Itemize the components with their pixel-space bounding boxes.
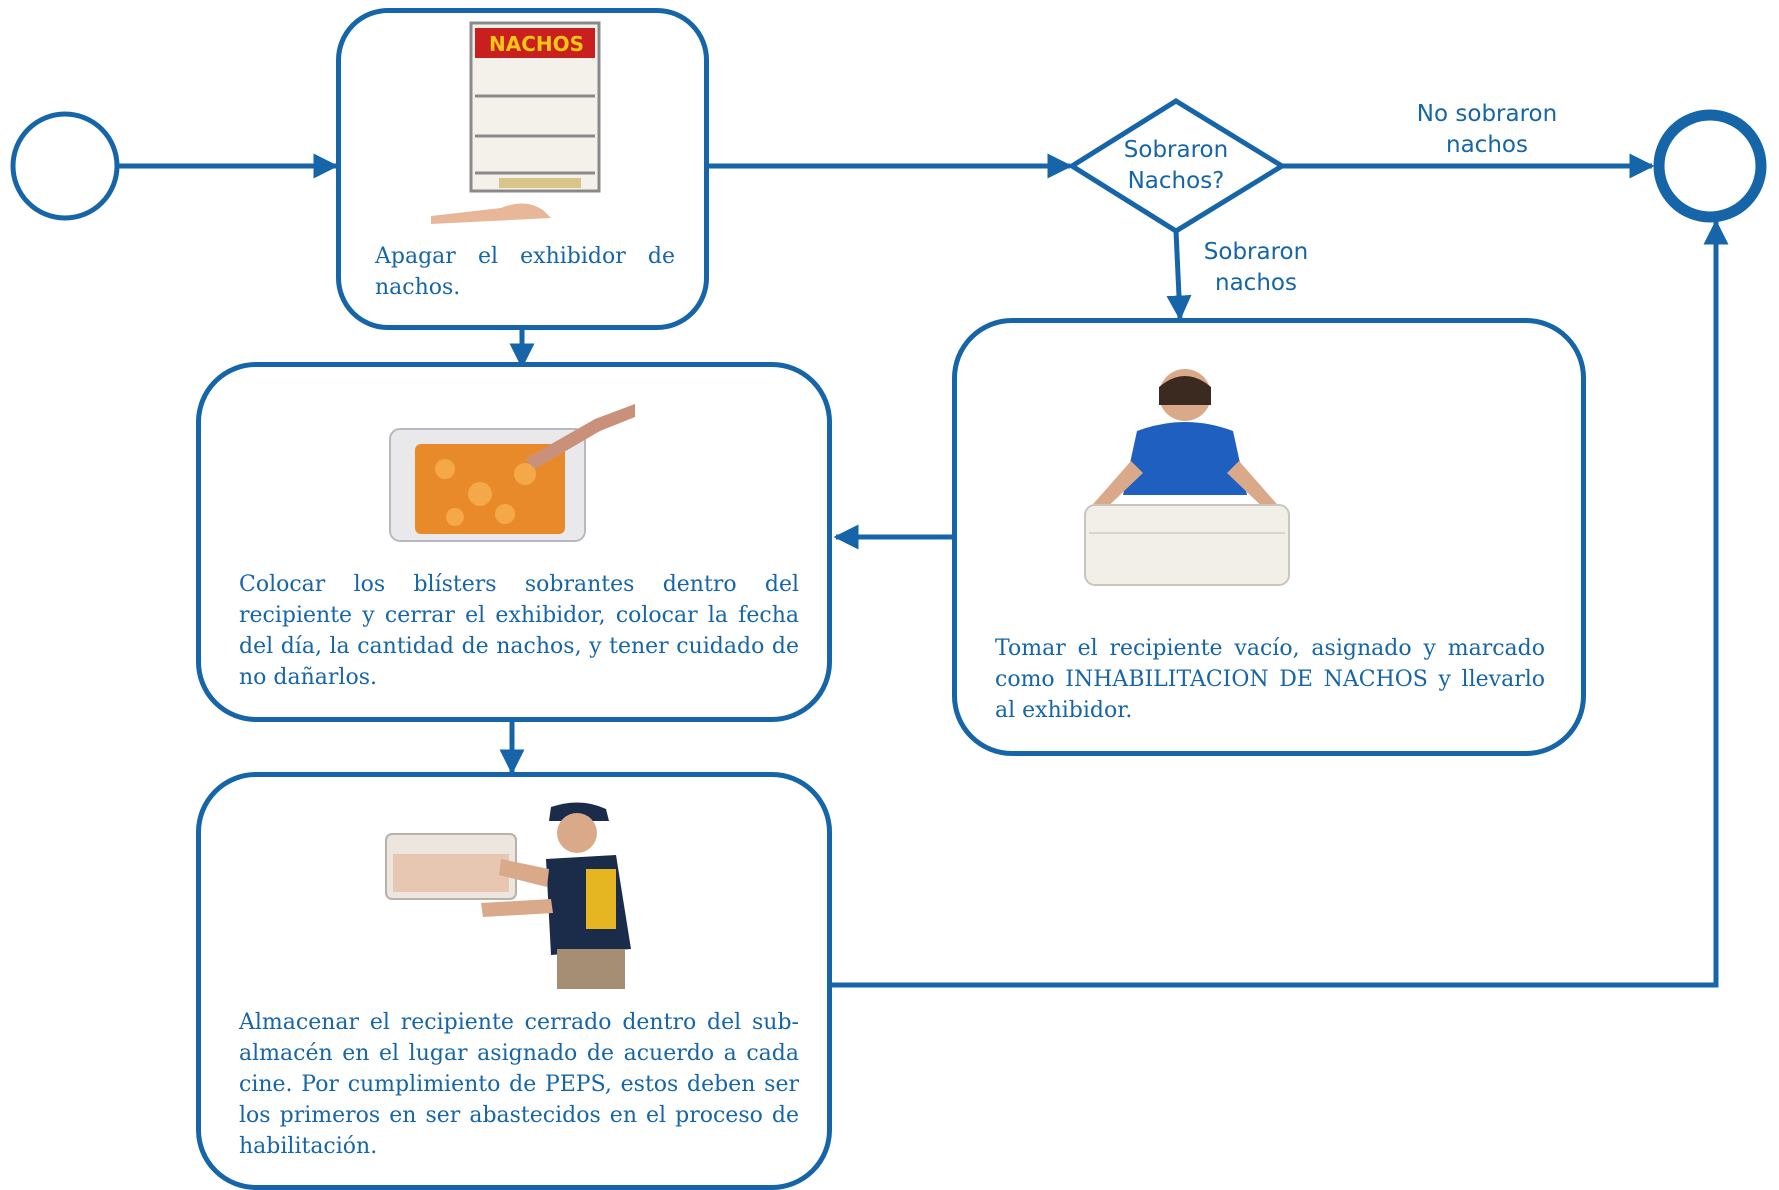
decision-gateway	[1067, 98, 1287, 234]
edge-label-yes: Sobraron nachos	[1203, 239, 1309, 296]
step-place-blisters: Colocar los blísters sobrantes dentro de…	[196, 362, 832, 722]
step-take-container: Tomar el recipiente vacío, asignado y ma…	[952, 318, 1586, 756]
step-place-blisters-text: Colocar los blísters sobrantes dentro de…	[239, 572, 799, 690]
man-storing-container-icon	[385, 802, 631, 989]
step-take-container-text: Tomar el recipiente vacío, asignado y ma…	[995, 636, 1545, 723]
woman-carrying-container-icon	[1084, 369, 1290, 586]
start-event	[10, 111, 120, 221]
end-event	[1653, 109, 1767, 223]
connector-store-to-end	[832, 219, 1729, 988]
step-store-container-text: Almacenar el recipiente cerrado dentro d…	[239, 1010, 799, 1159]
svg-text:NACHOS: NACHOS	[489, 32, 584, 56]
edge-label-no: No sobraron nachos	[1416, 101, 1558, 158]
decision-label: Sobraron Nachos?	[1123, 137, 1229, 194]
connector-decision-to-take-container	[1166, 230, 1192, 321]
nachos-in-container-icon	[389, 404, 635, 542]
nacho-display-case-icon: NACHOS	[431, 21, 601, 224]
step-store-container: Almacenar el recipiente cerrado dentro d…	[196, 772, 832, 1190]
step-turn-off-display-text: Apagar el exhibidor de nachos.	[375, 244, 675, 300]
step-turn-off-display: NACHOS Apagar el exhibidor de nachos.	[336, 8, 709, 330]
